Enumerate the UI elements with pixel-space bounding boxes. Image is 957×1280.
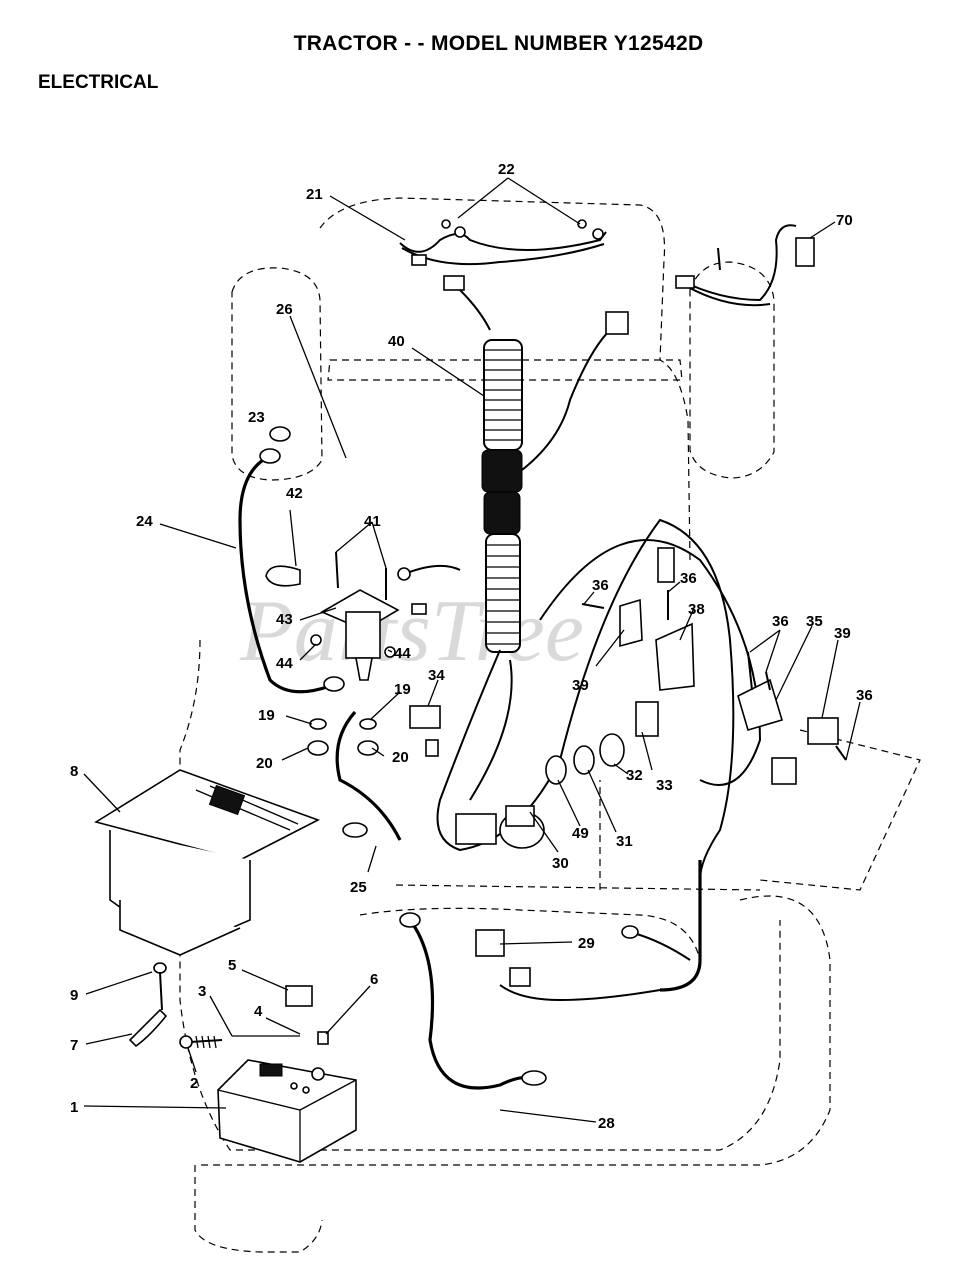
ignition-switch: [499, 701, 659, 849]
callout-29: 29: [578, 935, 595, 952]
callout-19-b: 19: [394, 681, 411, 698]
callout-36-c: 36: [772, 613, 789, 630]
callout-38: 38: [688, 601, 705, 618]
callout-41: 41: [364, 513, 381, 530]
main-harness-coil: [436, 311, 797, 881]
callout-34: 34: [428, 667, 445, 684]
callout-23: 23: [248, 409, 265, 426]
solenoid-assembly: [265, 551, 461, 681]
callout-36-a: 36: [592, 577, 609, 594]
callout-1: 1: [70, 1099, 78, 1116]
callout-35: 35: [806, 613, 823, 630]
callout-21: 21: [306, 186, 323, 203]
callout-70: 70: [836, 212, 853, 229]
callout-24: 24: [136, 513, 153, 530]
watermark: PartsTree: [239, 583, 584, 680]
callout-30: 30: [552, 855, 569, 872]
callout-42: 42: [286, 485, 303, 502]
callout-36-b: 36: [680, 570, 697, 587]
callout-39-a: 39: [834, 625, 851, 642]
battery: [128, 962, 357, 1163]
callout-3: 3: [198, 983, 206, 1000]
headlight-harness: [399, 219, 607, 331]
page-title: TRACTOR - - MODEL NUMBER Y12542D: [293, 32, 704, 55]
switches: [409, 590, 847, 761]
callout-2: 2: [190, 1075, 198, 1092]
callout-43: 43: [276, 611, 293, 628]
callout-8: 8: [70, 763, 78, 780]
callout-44-b: 44: [394, 645, 411, 662]
callout-40: 40: [388, 333, 405, 350]
callout-7: 7: [70, 1037, 78, 1054]
battery-cables: [238, 448, 547, 1090]
section-label: ELECTRICAL: [38, 72, 159, 93]
callout-49: 49: [572, 825, 589, 842]
callout-19-a: 19: [258, 707, 275, 724]
washers: [269, 426, 379, 756]
callout-5: 5: [228, 957, 236, 974]
callout-9: 9: [70, 987, 78, 1004]
battery-box: [93, 769, 320, 956]
callout-20-b: 20: [392, 749, 409, 766]
callout-labels: 22 21 70 26 40 23 42 24 41 36 36 38 43 3…: [70, 161, 873, 1132]
lower-harness: [475, 860, 702, 1002]
callout-33: 33: [656, 777, 673, 794]
callout-39-b: 39: [572, 677, 589, 694]
callout-31: 31: [616, 833, 633, 850]
right-harness: [675, 224, 815, 307]
callout-4: 4: [254, 1003, 263, 1020]
callout-22: 22: [498, 161, 515, 178]
callout-36-d: 36: [856, 687, 873, 704]
callout-26: 26: [276, 301, 293, 318]
leader-lines: [83, 177, 861, 1123]
callout-20-a: 20: [256, 755, 273, 772]
callout-25: 25: [350, 879, 367, 896]
callout-28: 28: [598, 1115, 615, 1132]
callout-32: 32: [626, 767, 643, 784]
callout-6: 6: [370, 971, 378, 988]
callout-44-a: 44: [276, 655, 293, 672]
